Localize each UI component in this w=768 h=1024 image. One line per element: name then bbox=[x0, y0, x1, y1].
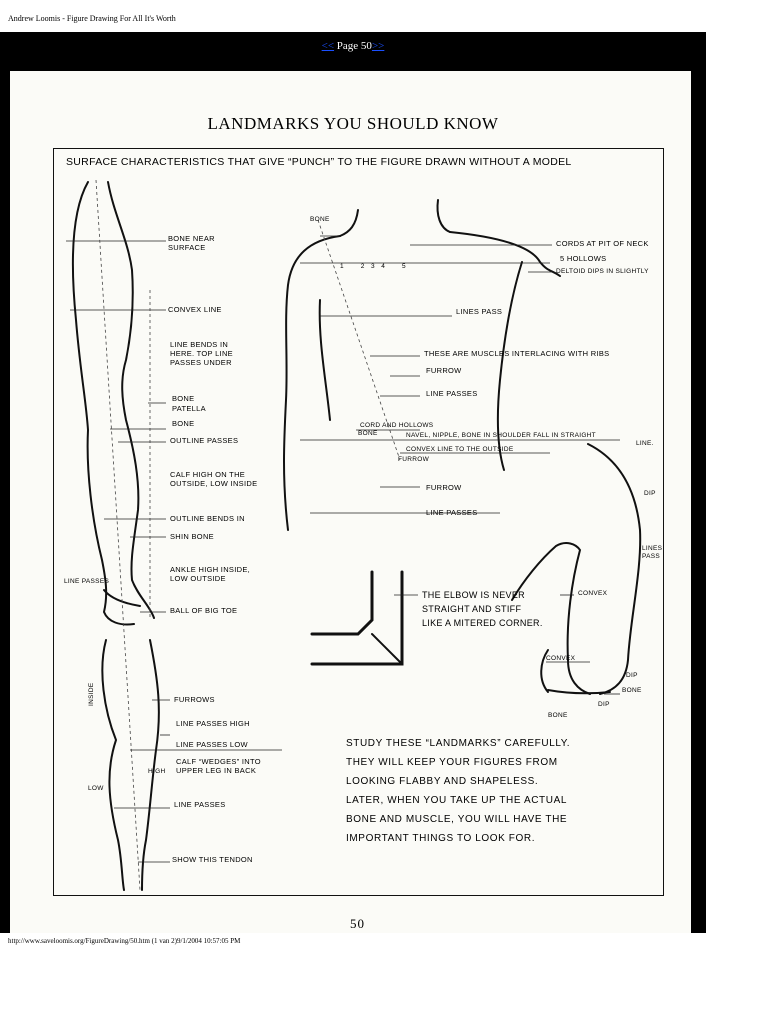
label-convex-line: CONVEX LINE bbox=[168, 305, 222, 314]
label-convex-line-outside: CONVEX LINE TO THE OUTSIDE bbox=[406, 446, 514, 453]
label-outline-passes: OUTLINE PASSES bbox=[170, 436, 239, 445]
label-low: LOW bbox=[88, 785, 104, 792]
label-line-passes-left: LINE PASSES bbox=[64, 578, 110, 585]
study-note: STUDY THESE “LANDMARKS” CAREFULLY. THEY … bbox=[346, 738, 571, 844]
label-bone-torso: BONE bbox=[358, 430, 378, 437]
label-cord-and-hollows: CORD AND HOLLOWS bbox=[360, 422, 434, 429]
label-furrow-2: FURROW bbox=[398, 456, 430, 463]
leg-side-outline-left bbox=[71, 181, 135, 626]
leg-side-outline-right bbox=[107, 181, 155, 619]
forearm-bottom bbox=[547, 689, 611, 695]
label-muscles-interlacing: THESE ARE MUSCLES INTERLACING WITH RIBS bbox=[424, 349, 610, 358]
page-number: 50 bbox=[350, 916, 365, 931]
arm-outline-lower bbox=[511, 542, 591, 695]
page-title: LANDMARKS YOU SHOULD KNOW bbox=[207, 114, 499, 133]
label-bone: BONE bbox=[172, 394, 195, 403]
leg-back-outline-left bbox=[101, 639, 125, 891]
label-dip-3: DIP bbox=[598, 701, 610, 708]
label-line-passes-torso-2: LINE PASSES bbox=[426, 508, 478, 517]
illustration-frame bbox=[53, 148, 664, 896]
label-furrow-3: FURROW bbox=[426, 483, 462, 492]
label-high: HIGH bbox=[148, 768, 166, 775]
label-calf-high: CALF HIGH ON THE OUTSIDE, LOW INSIDE bbox=[170, 470, 258, 488]
print-footer-url: http://www.saveloomis.org/FigureDrawing/… bbox=[8, 937, 241, 945]
label-patella: PATELLA bbox=[172, 404, 206, 413]
label-line-bends: LINE BENDS IN HERE. TOP LINE PASSES UNDE… bbox=[170, 340, 233, 367]
label-bone-2: BONE bbox=[172, 419, 195, 428]
forearm-top bbox=[540, 649, 549, 693]
page-navigation: << Page 50>> bbox=[0, 40, 706, 52]
label-dip-1: DIP bbox=[644, 490, 656, 497]
label-show-this-tendon: SHOW THIS TENDON bbox=[172, 855, 253, 864]
scanned-page bbox=[10, 71, 691, 933]
label-lines-pass: LINES PASS bbox=[456, 307, 503, 316]
foot-outline bbox=[103, 589, 141, 607]
leg-back-outline-right bbox=[141, 639, 160, 891]
elbow-note: THE ELBOW IS NEVER STRAIGHT AND STIFF LI… bbox=[422, 590, 543, 628]
label-furrows: FURROWS bbox=[174, 695, 215, 704]
torso-right-side bbox=[496, 261, 523, 471]
label-ball-of-big-toe: BALL OF BIG TOE bbox=[170, 606, 238, 615]
label-shin-bone: SHIN BONE bbox=[170, 532, 214, 541]
torso-left-side bbox=[318, 299, 331, 421]
label-line-word: LINE. bbox=[636, 440, 654, 447]
label-bone-near-surface: BONE NEAR SURFACE bbox=[168, 234, 215, 252]
mitered-corner-diag bbox=[371, 633, 403, 665]
label-convex-arm-2: CONVEX bbox=[546, 655, 576, 662]
label-line-passes-high: LINE PASSES HIGH bbox=[176, 719, 250, 728]
label-five-hollows: 5 HOLLOWS bbox=[560, 254, 607, 263]
label-bone-top: BONE bbox=[310, 216, 330, 223]
label-furrow-1: FURROW bbox=[426, 366, 462, 375]
label-ankle-high: ANKLE HIGH INSIDE, LOW OUTSIDE bbox=[170, 565, 251, 583]
label-convex-arm: CONVEX bbox=[578, 590, 608, 597]
label-line-passes-torso: LINE PASSES bbox=[426, 389, 478, 398]
label-bone-arm: BONE bbox=[622, 687, 642, 694]
page-subtitle: SURFACE CHARACTERISTICS THAT GIVE “PUNCH… bbox=[66, 156, 572, 168]
mitered-corner-inner bbox=[310, 570, 374, 636]
label-line-passes-low: LINE PASSES LOW bbox=[176, 740, 248, 749]
next-page-link[interactable]: >> bbox=[371, 40, 385, 52]
page-label: Page 50 bbox=[334, 40, 372, 52]
neck-right bbox=[436, 199, 451, 233]
label-outline-bends-in: OUTLINE BENDS IN bbox=[170, 514, 245, 523]
label-bone-arm-2: BONE bbox=[548, 712, 568, 719]
arm-outline-upper bbox=[587, 443, 642, 695]
print-header-title: Andrew Loomis - Figure Drawing For All I… bbox=[8, 14, 176, 23]
shoulder-right bbox=[449, 231, 561, 277]
neck-left bbox=[339, 209, 359, 237]
label-cords-at-pit: CORDS AT PIT OF NECK bbox=[556, 239, 649, 248]
label-navel-nipple: NAVEL, NIPPLE, BONE IN SHOULDER FALL IN … bbox=[406, 432, 596, 439]
label-line-passes-bottom: LINE PASSES bbox=[174, 800, 226, 809]
label-hollow-numbers: 1 2 3 4 5 bbox=[340, 263, 406, 270]
label-lines-pass-arm: LINES PASS bbox=[642, 545, 663, 560]
label-inside: INSIDE bbox=[88, 682, 95, 706]
label-calf-wedges: CALF “WEDGES” INTO UPPER LEG IN BACK bbox=[176, 757, 261, 775]
prev-page-link[interactable]: << bbox=[321, 40, 335, 52]
label-deltoid-dips: DELTOID DIPS IN SLIGHTLY bbox=[556, 268, 649, 275]
shoulder-left bbox=[283, 235, 341, 531]
label-dip-2: DIP bbox=[626, 672, 638, 679]
